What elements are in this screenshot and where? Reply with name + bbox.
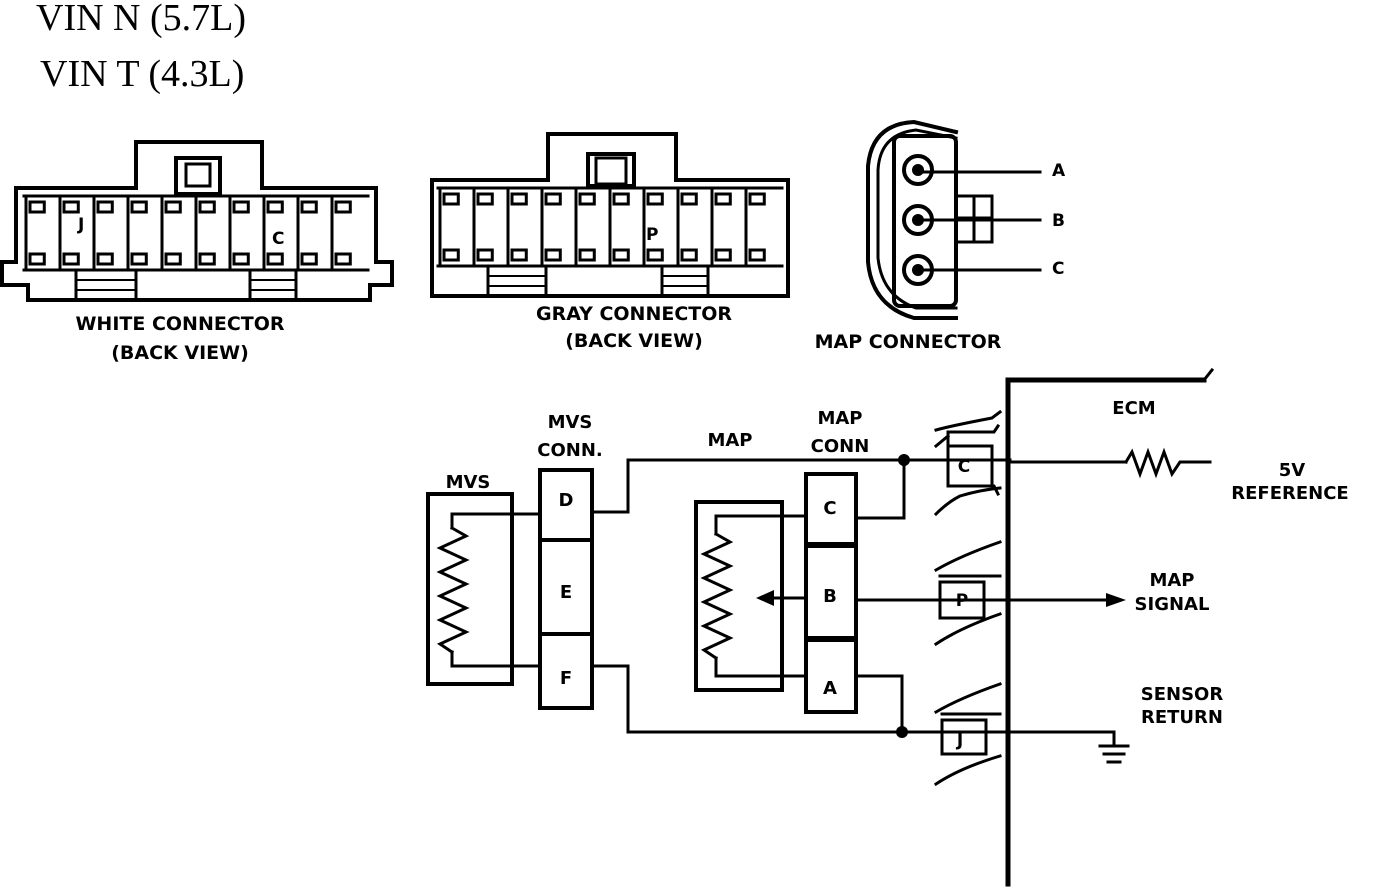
cavity-latch xyxy=(646,192,664,206)
cavity-latch xyxy=(476,248,494,262)
map-pin-a: A xyxy=(1052,161,1066,181)
mvs-label: MVS xyxy=(446,472,491,493)
vin-n-label: VIN N (5.7L) xyxy=(36,0,246,39)
cavity-latch xyxy=(646,248,664,262)
cavity-latch xyxy=(334,252,352,266)
mvs-sensor xyxy=(426,492,542,686)
map-conn-label-2: CONN xyxy=(811,436,870,457)
map-sensor xyxy=(694,500,808,692)
cavity-latch xyxy=(442,248,460,262)
cavity-latch xyxy=(714,248,732,262)
mvs-connector xyxy=(538,468,594,710)
cavity-latch xyxy=(232,252,250,266)
cavity-latch xyxy=(28,200,46,214)
map-pin-c: C xyxy=(1052,259,1064,279)
mvs-conn-label-2: CONN. xyxy=(537,440,602,461)
map-connector-title: MAP CONNECTOR xyxy=(815,331,1002,353)
cavity-latch xyxy=(96,200,114,214)
signal-label-2: SIGNAL xyxy=(1135,594,1210,615)
cavity-latch xyxy=(198,200,216,214)
ecm-pin-p: P xyxy=(956,591,968,611)
cavity-latch xyxy=(544,248,562,262)
cavity-latch xyxy=(300,200,318,214)
map-pin-b: B xyxy=(1052,211,1065,231)
cavity-latch xyxy=(266,200,284,214)
wires xyxy=(590,447,1212,764)
cavity-latch xyxy=(578,248,596,262)
gray-connector-title: GRAY CONNECTOR xyxy=(536,303,732,325)
cavity-latch xyxy=(578,192,596,206)
cavity-latch xyxy=(510,248,528,262)
mvs-pin-d: D xyxy=(559,490,574,511)
cavity-latch xyxy=(198,252,216,266)
ecm-pin-c-housing xyxy=(933,409,1003,517)
cavity-latch xyxy=(476,192,494,206)
cavity-latch xyxy=(28,252,46,266)
cavity-latch xyxy=(62,200,80,214)
ref-label-2: REFERENCE xyxy=(1231,483,1348,504)
cavity-latch xyxy=(300,252,318,266)
signal-label-1: MAP xyxy=(1149,570,1194,591)
cavity-latch xyxy=(130,200,148,214)
return-label-1: SENSOR xyxy=(1141,684,1224,705)
ecm-pin-j-housing xyxy=(933,682,1002,787)
map-conn-pin-c: C xyxy=(823,498,836,519)
map-conn-label-1: MAP xyxy=(817,408,862,429)
vin-t-label: VIN T (4.3L) xyxy=(40,53,244,95)
cavity-latch xyxy=(62,252,80,266)
cavity-latch xyxy=(510,192,528,206)
cavity-latch xyxy=(748,248,766,262)
cavity-latch xyxy=(680,192,698,206)
ecm-pin-p-housing xyxy=(933,540,1002,647)
mvs-conn-label-1: MVS xyxy=(548,412,593,433)
ecm-pin-c: C xyxy=(958,457,970,477)
map-conn-schematic xyxy=(804,472,858,714)
map-conn-pin-b: B xyxy=(823,586,837,607)
cavity-latch xyxy=(96,252,114,266)
white-connector-subtitle: (BACK VIEW) xyxy=(111,342,249,364)
cavity-latch xyxy=(164,252,182,266)
cavity-latch xyxy=(232,200,250,214)
cavity-latch xyxy=(164,200,182,214)
cavity-latch xyxy=(748,192,766,206)
gray-connector-drawing xyxy=(430,132,790,298)
cavity-latch xyxy=(612,192,630,206)
cavity-latch xyxy=(130,252,148,266)
gray-pin-p: P xyxy=(646,225,658,245)
ref-label-1: 5V xyxy=(1279,460,1306,481)
map-conn-pin-a: A xyxy=(823,678,837,699)
map-sensor-label: MAP xyxy=(707,430,752,451)
mvs-pin-e: E xyxy=(560,582,572,603)
white-connector-title: WHITE CONNECTOR xyxy=(75,313,284,335)
white-connector-drawing xyxy=(0,140,394,302)
cavity-latch xyxy=(442,192,460,206)
mvs-pin-f: F xyxy=(560,668,572,689)
map-connector-drawing xyxy=(866,119,1042,320)
gray-connector-subtitle: (BACK VIEW) xyxy=(565,330,703,352)
white-pin-c: C xyxy=(272,229,284,249)
ecm-box xyxy=(1005,367,1215,887)
return-label-2: RETURN xyxy=(1141,707,1223,728)
white-pin-j: J xyxy=(77,215,84,235)
cavity-latch xyxy=(544,192,562,206)
cavity-latch xyxy=(334,200,352,214)
cavity-latch xyxy=(714,192,732,206)
cavity-latch xyxy=(266,252,284,266)
ecm-label: ECM xyxy=(1112,398,1155,419)
cavity-latch xyxy=(612,248,630,262)
ecm-pin-j: J xyxy=(956,731,963,751)
cavity-latch xyxy=(680,248,698,262)
